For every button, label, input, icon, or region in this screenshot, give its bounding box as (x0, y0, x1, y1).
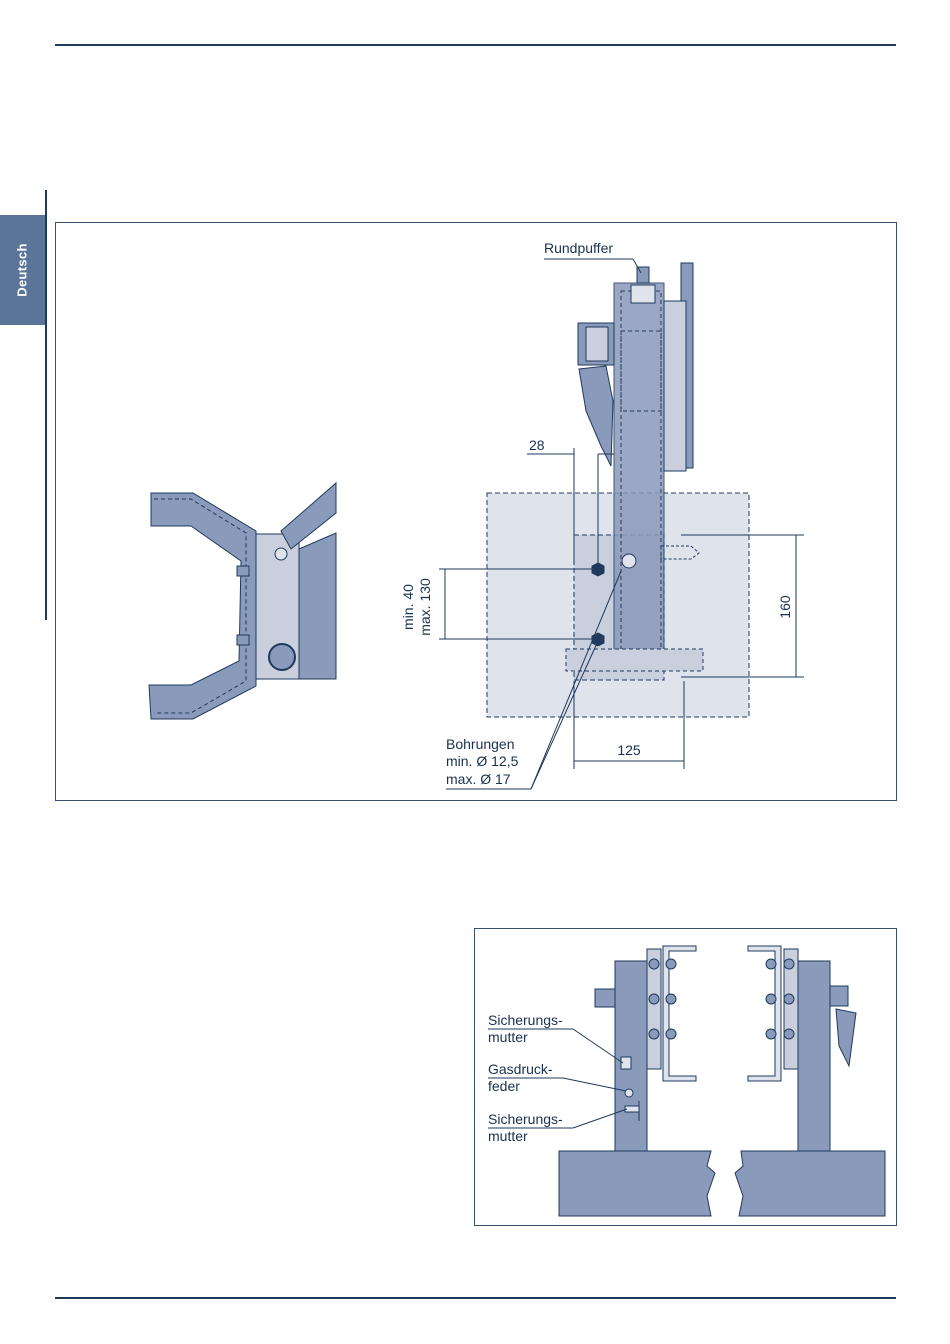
label-bohr-min: min. Ø 12,5 (446, 753, 519, 769)
label-gasdruck-b: feder (488, 1078, 520, 1094)
label-rundpuffer: Rundpuffer (544, 240, 613, 256)
label-sicherungs-1b: mutter (488, 1029, 528, 1045)
label-dim-160: 160 (777, 595, 793, 619)
label-gasdruck-a: Gasdruck- (488, 1061, 553, 1077)
figure-bottom: Sicherungs- mutter Gasdruck- feder Siche… (474, 928, 897, 1226)
label-sicherungs-2a: Sicherungs- (488, 1111, 563, 1127)
figure-bottom-drawing: Sicherungs- mutter Gasdruck- feder Siche… (475, 929, 896, 1225)
top-rule (55, 44, 896, 46)
label-dim-125: 125 (617, 742, 641, 758)
bottom-rule (55, 1297, 896, 1299)
label-dim-max: max. 130 (417, 578, 433, 636)
label-bohrungen: Bohrungen (446, 736, 515, 752)
language-label: Deutsch (15, 243, 30, 296)
figure-top: Rundpuffer 28 min. 40 max. 130 160 125 B… (55, 222, 897, 801)
figure-top-drawing: Rundpuffer 28 min. 40 max. 130 160 125 B… (56, 223, 896, 800)
label-sicherungs-1a: Sicherungs- (488, 1012, 563, 1028)
sidebar-line (45, 190, 47, 620)
label-bohr-max: max. Ø 17 (446, 771, 511, 787)
label-sicherungs-2b: mutter (488, 1128, 528, 1144)
bracket-drawing (149, 483, 336, 719)
label-dim-min: min. 40 (400, 584, 416, 630)
label-dim-28: 28 (529, 437, 545, 453)
